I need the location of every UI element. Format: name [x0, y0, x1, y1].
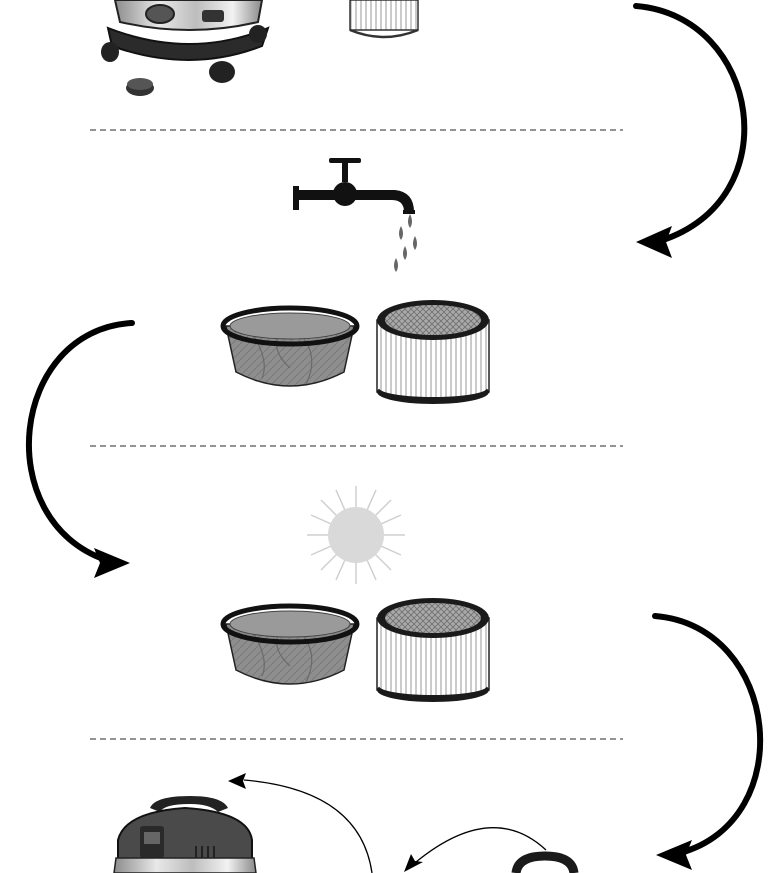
cartridge-filter-icon — [376, 598, 490, 702]
sun-icon — [307, 486, 405, 584]
flow-arrows — [26, 3, 764, 873]
cloth-filter-bag-icon — [220, 305, 360, 387]
water-drops — [394, 214, 417, 272]
arrow-step3-to-step4 — [652, 613, 764, 870]
step-remove-filters — [101, 0, 419, 96]
arrow-step2-to-step3 — [26, 320, 135, 578]
vacuum-cleaner-icon — [113, 796, 257, 873]
step-rinse-filters — [220, 158, 490, 404]
vacuum-cleaner-icon — [101, 0, 270, 96]
filter-ring-icon — [511, 851, 579, 873]
step-dry-filters — [220, 486, 490, 702]
cloth-filter-bag-icon — [220, 603, 360, 685]
arrow-step1-to-step2 — [633, 3, 748, 258]
water-tap-icon — [293, 158, 417, 272]
arrow-into-vacuum — [228, 773, 373, 873]
cartridge-filter-icon — [376, 300, 490, 404]
cartridge-filter-icon — [349, 0, 419, 39]
step-reassemble — [113, 796, 579, 873]
arrow-ring-to-vacuum — [404, 827, 547, 872]
